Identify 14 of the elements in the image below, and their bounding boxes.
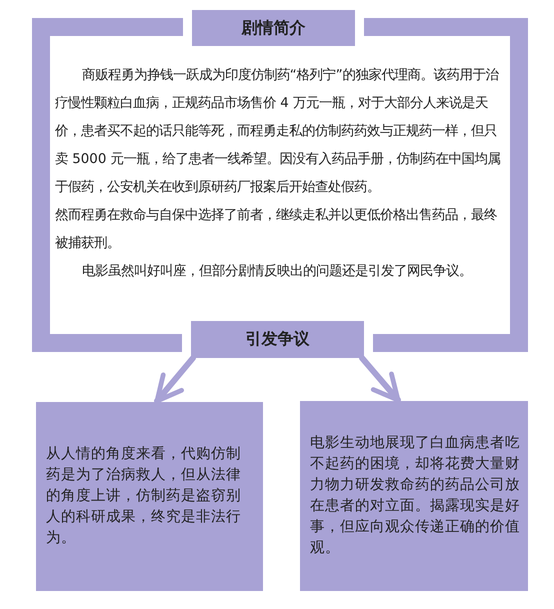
paragraph: 电影生动地展现了白血病患者吃不起药的困境，却将花费大量财力物力研发救命药的药品公司放在患者的对立面。揭露现实是好事，但应向观众传递正确的价值观。 [310, 434, 520, 558]
arrow [154, 355, 196, 404]
paragraph: 商贩程勇为挣钱一跃成为印度仿制药“格列宁”的独家代理商。该药用于治疗慢性颗粒白血病，正规药品市场售价 4 万元一瓶，对于大部分人来说是天价，患者买不起的话只能等死，而程勇走私的仿制药药效与正规药一样，但只卖 5000 元一瓶，给了患者一线希望。因没有入药品手册，仿制药在中国均属于假药，公安机关在收到原研药厂报案后开始查处假药。 [55, 66, 502, 197]
paragraph: 从人情的角度来看，代购仿制药是为了治病救人，但从法律的角度上讲，仿制药是盗窃别人的科研成果，终究是非法行为。 [46, 444, 242, 548]
heading-box [192, 10, 355, 46]
opinion-box [300, 401, 528, 591]
arrow [359, 355, 401, 403]
opinion-box [36, 402, 263, 591]
heading-box [191, 321, 364, 358]
summary-panel [32, 18, 528, 352]
paragraph: 然而程勇在救命与自保中选择了前者，继续走私并以更低价格出售药品，最终被捕获刑。 [55, 206, 498, 253]
paragraph: 电影虽然叫好叫座，但部分剧情反映出的问题还是引发了网民争议。 [80, 262, 473, 281]
heading: 剧情简介 [242, 18, 306, 38]
heading: 引发争议 [246, 329, 310, 350]
